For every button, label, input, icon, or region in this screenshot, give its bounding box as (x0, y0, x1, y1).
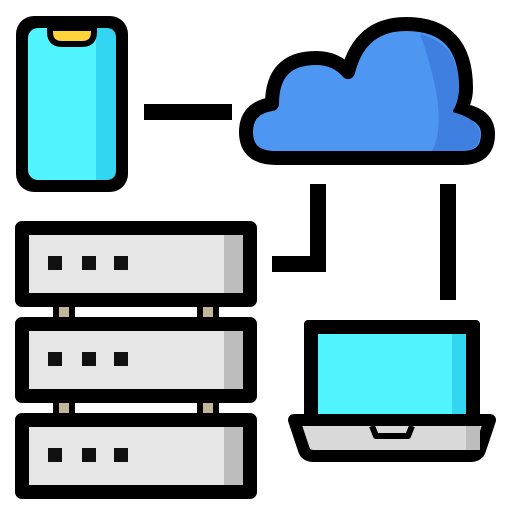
cloud-shape (239, 17, 495, 165)
smartphone-icon (16, 16, 128, 192)
laptop-touchpad-notch (369, 424, 415, 439)
cloud-icon (239, 17, 495, 165)
server-light (82, 352, 96, 366)
phone-notch (47, 25, 97, 47)
server-rack-icon (15, 221, 257, 499)
server-light (114, 352, 128, 366)
server-light (114, 256, 128, 270)
server-light (48, 448, 62, 462)
cloud-shade (420, 34, 480, 151)
server-light (114, 448, 128, 462)
phone-screen (28, 28, 116, 180)
phone-screen-shade (96, 28, 116, 180)
laptop-screen-shade (452, 334, 466, 414)
connection-lines (144, 104, 456, 300)
cloud-server-link (272, 184, 326, 272)
laptop-screen (318, 334, 466, 414)
server-light (48, 256, 62, 270)
laptop-icon (288, 320, 496, 462)
server-unit-3 (15, 413, 257, 499)
server-light (82, 448, 96, 462)
server-light (82, 256, 96, 270)
laptop-base-shade (466, 426, 480, 450)
server-light (48, 352, 62, 366)
server-unit-2 (15, 317, 257, 403)
server-unit-1 (15, 221, 257, 307)
